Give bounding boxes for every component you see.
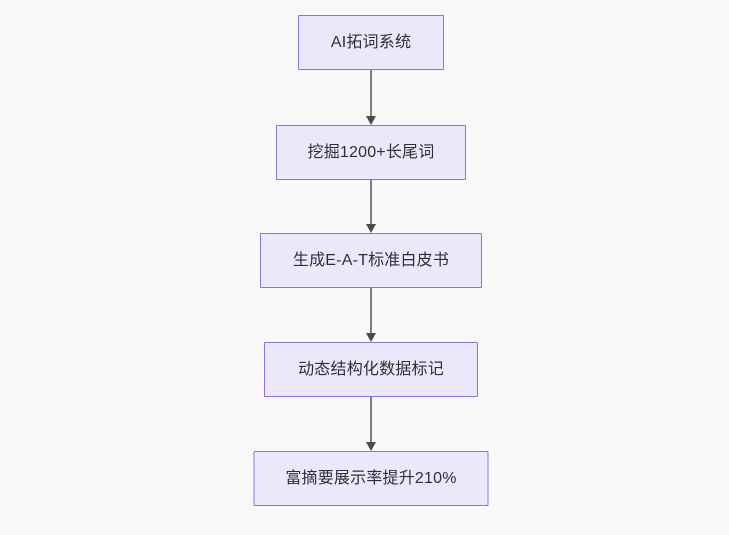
arrowhead-icon [366,442,376,451]
flow-edge-4-to-5 [365,397,377,451]
arrowhead-icon [366,333,376,342]
flow-edge-2-to-3 [365,180,377,233]
flow-node-generate-eat-whitepaper[interactable]: 生成E-A-T标准白皮书 [260,233,482,288]
flow-node-label: 富摘要展示率提升210% [285,469,457,487]
flow-edge-3-to-4 [365,288,377,342]
flow-node-dynamic-structured-data-markup[interactable]: 动态结构化数据标记 [264,342,478,397]
flow-node-label: AI拓词系统 [330,33,412,51]
flow-node-ai-keyword-system[interactable]: AI拓词系统 [298,15,444,70]
flow-edge-1-to-2 [365,70,377,125]
edge-line [370,70,372,117]
flow-node-rich-snippet-rate-increase[interactable]: 富摘要展示率提升210% [253,451,489,506]
flow-node-label: 挖掘1200+长尾词 [307,143,435,161]
arrowhead-icon [366,224,376,233]
arrowhead-icon [366,116,376,125]
edge-line [370,288,372,334]
flow-node-label: 动态结构化数据标记 [298,360,444,378]
edge-line [370,397,372,443]
flow-node-mine-longtail-keywords[interactable]: 挖掘1200+长尾词 [276,125,466,180]
edge-line [370,180,372,225]
flow-node-label: 生成E-A-T标准白皮书 [292,251,450,269]
